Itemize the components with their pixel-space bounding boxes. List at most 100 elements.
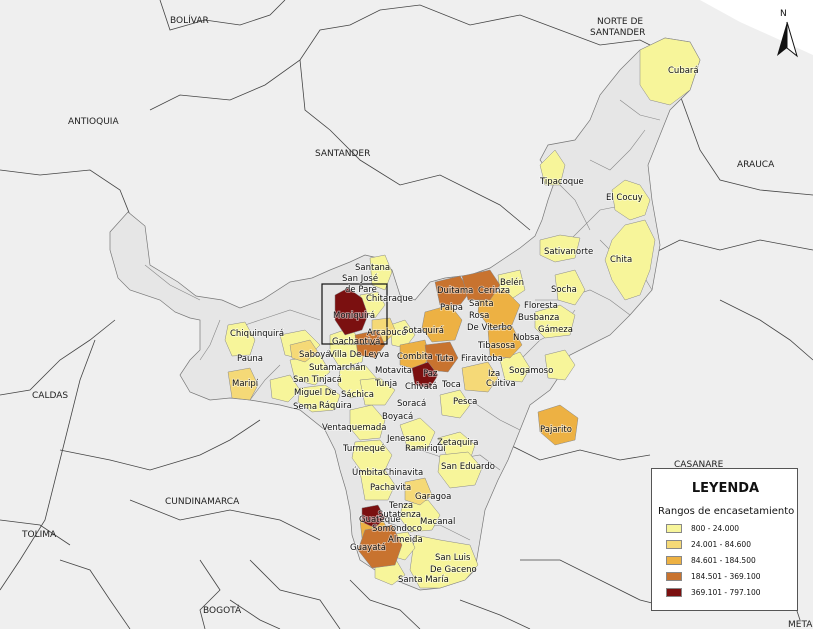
muni-label: Tunja (374, 379, 397, 389)
muni-label: Cerinza (478, 286, 510, 296)
muni-label: Macanal (420, 517, 455, 527)
muni-label: El Cocuy (606, 193, 643, 203)
legend-swatch (666, 540, 682, 549)
legend-label: 84.601 - 184.500 (691, 556, 756, 565)
muni-label: Arcabuco (367, 328, 407, 338)
legend-label: 24.001 - 84.600 (691, 540, 751, 549)
muni-label: Moniquirá (333, 311, 375, 321)
muni-label: Sogamoso (509, 366, 553, 376)
inset-box (321, 283, 388, 345)
muni-label: Firavitoba (461, 354, 503, 364)
muni-label: Pesca (453, 397, 477, 407)
muni-label: Cubará (668, 66, 699, 76)
municipalities-range-3 (359, 289, 579, 543)
muni-label: Chivatá (405, 382, 437, 392)
legend-label: 184.501 - 369.100 (691, 572, 761, 581)
muni-label: San Tinjacá (293, 375, 342, 385)
municipalities-range-1 (224, 37, 701, 589)
muni-label: Sutamarchán (309, 363, 366, 373)
legend-label: 369.101 - 797.100 (691, 588, 761, 597)
muni-label: de Pare (345, 285, 377, 295)
muni-label: Tipacoque (539, 177, 584, 187)
muni-label: Maripí (232, 379, 259, 389)
muni-label: Santana (355, 263, 390, 273)
muni-label: Tibasosa (477, 341, 515, 351)
legend-title: LEYENDA (691, 481, 760, 496)
north-label: N (780, 9, 787, 19)
dept-label: BOLÍVAR (170, 14, 209, 26)
muni-label: Toca (441, 380, 461, 390)
muni-label: Jenesano (386, 434, 426, 444)
muni-label: Pajarito (540, 425, 572, 435)
dept-label: SANTANDER (590, 28, 645, 38)
dept-label: META (788, 620, 813, 629)
muni-label: Villa De Leyva (329, 350, 389, 360)
muni-label: San José (342, 273, 378, 284)
muni-label: Chinavita (383, 468, 423, 478)
muni-label: Úmbita (352, 466, 383, 478)
municipalities-range-4 (354, 269, 501, 569)
muni-label: Gachantivá (332, 337, 380, 347)
muni-label: Socha (551, 285, 577, 295)
muni-label: Almeida (388, 535, 423, 545)
dept-label: CUNDINAMARCA (165, 497, 240, 507)
muni-label: Sativanorte (544, 247, 593, 257)
map-legend: LEYENDA Rangos de encasetamiento 800 - 2… (651, 468, 798, 611)
muni-label: San Luis (435, 553, 471, 563)
muni-label: Pauna (237, 354, 263, 364)
muni-label: Duitama (437, 286, 473, 296)
muni-label: Boyacá (382, 412, 413, 422)
muni-label: Guateque (359, 515, 401, 525)
muni-label: Sema (293, 402, 317, 412)
muni-label: Paz (423, 369, 438, 379)
dept-label: CALDAS (32, 391, 68, 401)
legend-subtitle: Rangos de encasetamiento (658, 506, 795, 517)
muni-label: Belén (500, 277, 524, 288)
muni-label: Santa María (398, 575, 449, 585)
muni-label: Tenza (388, 501, 413, 511)
muni-label: Ramiriquí (405, 444, 446, 454)
dept-label: NORTE DE (597, 17, 643, 27)
legend-swatch (666, 524, 682, 533)
muni-label: Chita (610, 255, 632, 265)
dept-label: TOLIMA (21, 530, 57, 540)
muni-label: Nobsa (513, 333, 540, 343)
muni-label: Sutatenza (378, 510, 421, 520)
muni-label: Sáchica (341, 390, 374, 400)
muni-label: Paipa (440, 303, 463, 313)
dept-label: SANTANDER (315, 149, 370, 159)
legend-swatch (666, 572, 682, 581)
muni-label: Somondoco (372, 524, 422, 534)
legend-swatch (666, 588, 682, 597)
municipalities-range-5 (334, 287, 439, 529)
muni-label: Chiquinquirá (230, 329, 284, 339)
muni-label: Rosa (469, 311, 489, 321)
municipalities-range-2 (227, 317, 499, 506)
muni-label: Tuta (435, 354, 454, 364)
department-labels: BOLÍVAR NORTE DE SANTANDER ANTIOQUIA SAN… (21, 14, 813, 629)
muni-label: Soracá (397, 399, 426, 409)
dept-label: ANTIOQUIA (68, 117, 119, 127)
legend-swatch (666, 556, 682, 565)
municipality-labels: Cubará Tipacoque El Cocuy Sativanorte Ch… (229, 65, 699, 586)
dept-label: CASANARE (674, 460, 724, 470)
north-arrow-icon (777, 21, 798, 58)
muni-label: Combita (397, 352, 433, 362)
muni-label: Iza (488, 369, 500, 379)
muni-label: Motavita (375, 366, 412, 376)
dept-label: BOGOTÁ (203, 604, 242, 616)
muni-label: Cuitiva (486, 379, 516, 389)
dept-label: ARAUCA (737, 160, 775, 170)
muni-label: Pachavita (370, 483, 411, 493)
muni-label: Saboyá (299, 350, 330, 360)
muni-label: Chitaraque (366, 294, 413, 304)
muni-label: Gámeza (538, 325, 573, 335)
muni-label: Ventaquemada (322, 423, 386, 433)
muni-label: Guayatá (350, 543, 386, 553)
muni-label: Busbanza (518, 313, 559, 323)
muni-label: San Eduardo (441, 462, 495, 472)
muni-label: Zetaquira (437, 438, 478, 448)
muni-label: Floresta (524, 301, 558, 311)
muni-label: De Gaceno (430, 565, 477, 575)
